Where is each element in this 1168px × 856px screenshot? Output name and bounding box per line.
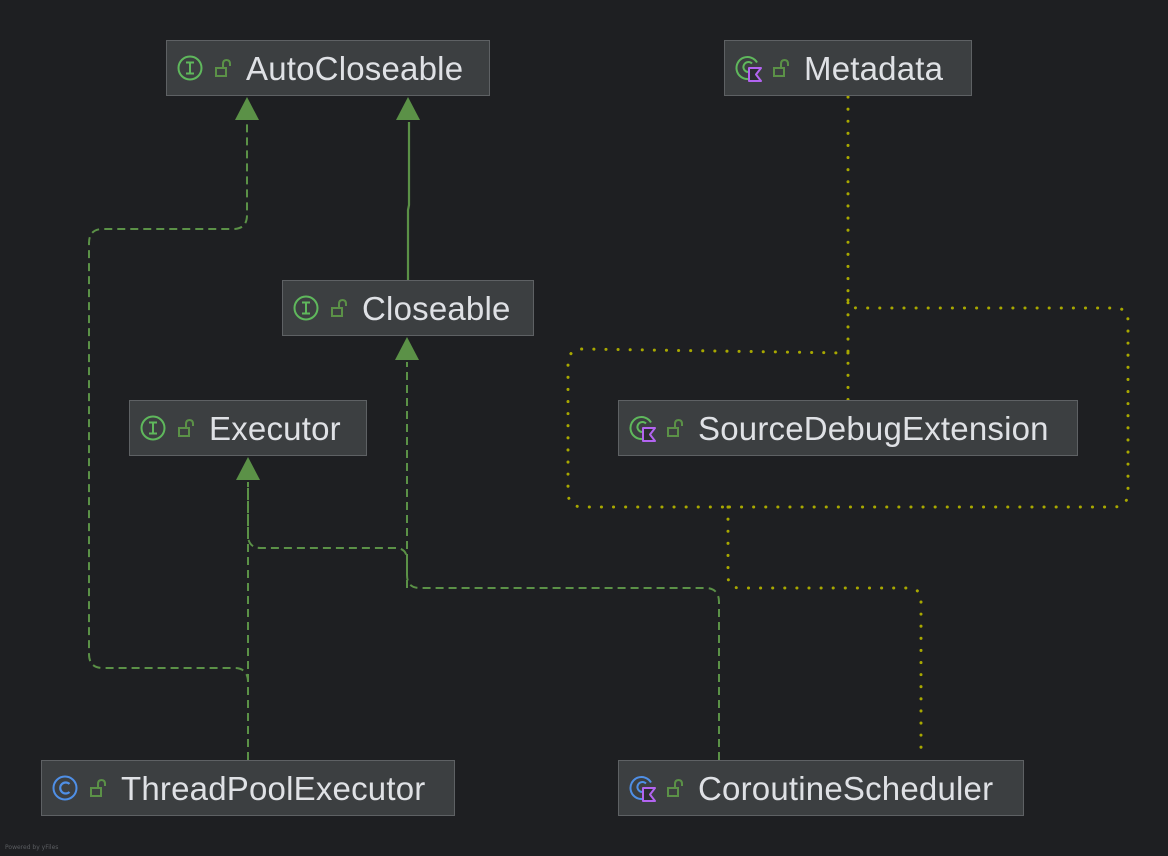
arrowhead-executor	[236, 457, 260, 480]
annotation-icon	[629, 776, 656, 802]
public-lock-icon	[331, 298, 347, 317]
arrowhead-autocloseable-right	[396, 97, 420, 120]
public-lock-icon	[773, 58, 789, 77]
node-autocloseable[interactable]: AutoCloseable	[166, 40, 490, 96]
edge-coroutinescheduler-sourcedebugextension	[726, 505, 923, 750]
node-label: SourceDebugExtension	[698, 409, 1049, 447]
annotation-icon	[735, 56, 762, 82]
public-lock-icon	[667, 418, 683, 437]
node-sourcedebugextension[interactable]: SourceDebugExtension	[618, 400, 1078, 456]
class-icon	[52, 775, 78, 801]
public-lock-icon	[667, 778, 683, 797]
node-label: AutoCloseable	[246, 49, 464, 87]
node-metadata[interactable]: Metadata	[724, 40, 972, 96]
node-label: Closeable	[362, 289, 511, 327]
public-lock-icon	[215, 58, 231, 77]
node-coroutinescheduler[interactable]: CoroutineScheduler	[618, 760, 1024, 816]
edge-sourcedebugextension-loop-left	[566, 347, 850, 509]
node-label: Executor	[209, 409, 341, 447]
interface-icon	[177, 55, 203, 81]
interface-icon	[293, 295, 319, 321]
node-threadpoolexecutor[interactable]: ThreadPoolExecutor	[41, 760, 455, 816]
node-label: Metadata	[804, 49, 944, 87]
node-executor[interactable]: Executor	[129, 400, 367, 456]
node-closeable[interactable]: Closeable	[282, 280, 534, 336]
arrowhead-closeable	[395, 337, 419, 360]
edge-coroutinescheduler-executor	[247, 482, 720, 760]
edge-threadpoolexecutor-autocloseable	[88, 122, 249, 760]
node-label: ThreadPoolExecutor	[121, 769, 426, 807]
footer-credit: Powered by yFiles	[5, 844, 59, 851]
edge-closeable-autocloseable	[406, 122, 411, 280]
interface-icon	[140, 415, 166, 441]
node-label: CoroutineScheduler	[698, 769, 994, 807]
arrowhead-autocloseable-left	[235, 97, 259, 120]
public-lock-icon	[90, 778, 106, 797]
annotation-icon	[629, 416, 656, 442]
public-lock-icon	[178, 418, 194, 437]
